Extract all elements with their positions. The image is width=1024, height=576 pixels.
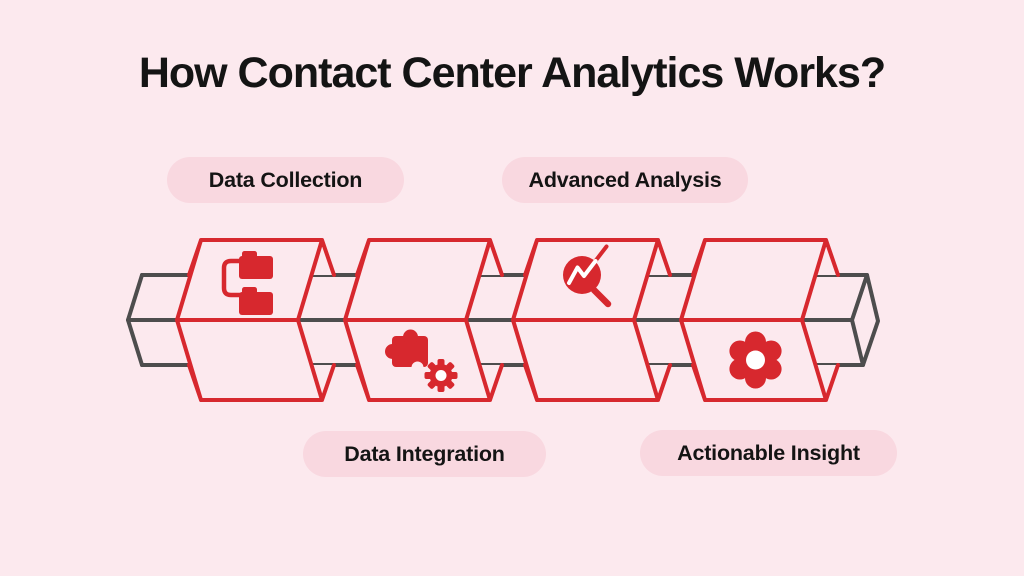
step-pill-actionable-insight: Actionable Insight bbox=[640, 430, 897, 476]
cube-data-integration bbox=[343, 238, 504, 402]
folder-tree-icon bbox=[221, 251, 273, 315]
cube-advanced-analysis bbox=[511, 238, 672, 402]
beam-right-cap bbox=[850, 273, 880, 367]
cube-data-collection bbox=[175, 238, 336, 402]
small-gear bbox=[424, 359, 458, 392]
puzzle-socket bbox=[411, 361, 424, 374]
gear-icon bbox=[729, 331, 782, 389]
cube-actionable-insight bbox=[679, 238, 840, 402]
step-pill-data-collection: Data Collection bbox=[167, 157, 404, 203]
process-cubes bbox=[175, 238, 840, 402]
page-title: How Contact Center Analytics Works? bbox=[138, 49, 886, 97]
search-trend-chart-icon bbox=[563, 244, 612, 308]
puzzle-piece bbox=[385, 329, 428, 367]
step-pill-advanced-analysis: Advanced Analysis bbox=[502, 157, 748, 203]
puzzle-gear-icon bbox=[385, 329, 458, 392]
step-pill-data-integration: Data Integration bbox=[303, 431, 546, 477]
